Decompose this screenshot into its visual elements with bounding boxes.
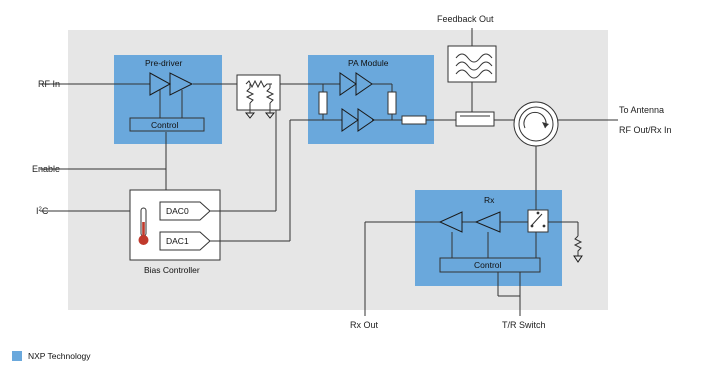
pa-amp-bottom-2 [357, 108, 375, 132]
pre-driver-control-label: Control [151, 120, 179, 130]
pa-module-title: PA Module [348, 58, 389, 68]
label-feedback-out: Feedback Out [437, 14, 494, 24]
dac0-label: DAC0 [166, 206, 189, 216]
pre-driver-title: Pre-driver [145, 58, 182, 68]
dac1-box [159, 231, 211, 251]
pre-driver-amp-2 [169, 72, 194, 96]
pa-resistor-left [318, 91, 328, 115]
pa-resistor-right [387, 91, 397, 115]
pa-amp-top-1 [339, 72, 357, 96]
label-enable: Enable [32, 164, 60, 174]
wires [40, 28, 618, 316]
legend-label: NXP Technology [28, 351, 91, 361]
label-rf-out-rx-in: RF Out/Rx In [619, 125, 672, 135]
label-i2c: I2C [36, 206, 49, 216]
pa-amp-top-2 [355, 72, 373, 96]
pa-amp-bottom-1 [341, 108, 359, 132]
pre-driver-control-box [129, 117, 205, 132]
dac1-label: DAC1 [166, 236, 189, 246]
dac0-box [159, 201, 211, 221]
pa-module-block [308, 55, 434, 144]
attenuator-box [236, 74, 281, 111]
rx-title: Rx [484, 195, 495, 205]
circulator [513, 101, 559, 147]
label-rf-in: RF In [38, 79, 60, 89]
rx-control-box [439, 257, 541, 273]
bias-controller-label: Bias Controller [144, 265, 200, 275]
directional-coupler [455, 111, 495, 127]
series-resistor [401, 115, 427, 125]
legend-swatch [12, 351, 22, 361]
label-tr-switch: T/R Switch [502, 320, 546, 330]
rx-amp-1 [438, 211, 463, 233]
label-to-antenna: To Antenna [619, 105, 664, 115]
rx-control-label: Control [474, 260, 502, 270]
pre-driver-amp-1 [149, 72, 172, 96]
bandpass-filter-box [447, 45, 497, 83]
rx-amp-2 [474, 211, 501, 233]
label-rx-out: Rx Out [350, 320, 379, 330]
